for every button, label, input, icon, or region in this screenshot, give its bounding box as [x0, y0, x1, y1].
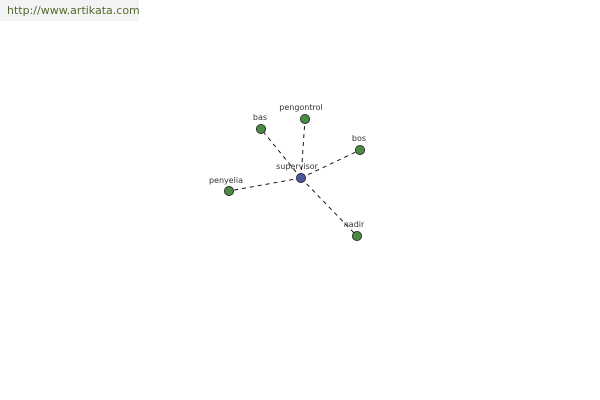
node-label-center[interactable]: supervisor [276, 162, 319, 171]
labels-group: bas pengontrol bos penyelia nadir supervisor [209, 103, 366, 229]
node-label-nadir[interactable]: nadir [344, 220, 365, 229]
node-nadir[interactable] [351, 230, 362, 241]
edge-pengontrol [300, 118, 306, 179]
node-penyelia[interactable] [223, 185, 234, 196]
nodes-group [223, 114, 365, 241]
edge-nadir [300, 177, 358, 237]
node-label-penyelia[interactable]: penyelia [209, 176, 243, 185]
node-label-pengontrol[interactable]: pengontrol [279, 103, 322, 112]
node-bas[interactable] [255, 124, 266, 135]
node-pengontrol[interactable] [299, 114, 310, 125]
edges-group [228, 118, 361, 237]
node-center[interactable] [295, 172, 306, 183]
edge-bas [260, 128, 302, 179]
edge-bos [300, 149, 361, 179]
node-label-bas[interactable]: bas [253, 113, 267, 122]
source-link[interactable]: http://www.artikata.com [0, 0, 140, 21]
node-bos[interactable] [354, 144, 365, 155]
node-label-bos[interactable]: bos [352, 134, 366, 143]
